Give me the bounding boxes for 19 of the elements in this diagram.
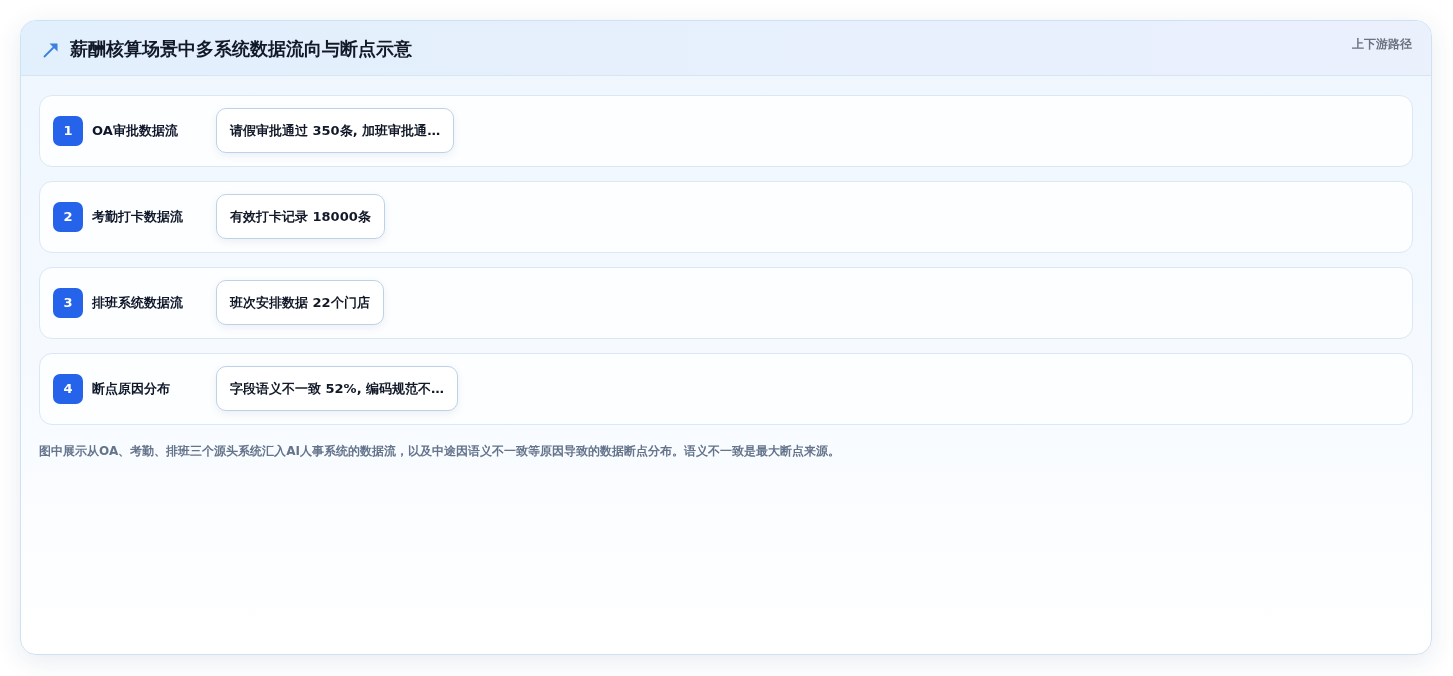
caption: 图中展示从OA、考勤、排班三个源头系统汇入AI人事系统的数据流，以及中途因语义不一致等原因导致的数据断点分布。语义不一致是最大断点来源。 xyxy=(39,443,840,460)
row-label: 考勤打卡数据流 xyxy=(92,208,183,226)
flow-row xyxy=(39,95,1413,167)
header-label: 上下游路径 xyxy=(1352,36,1412,52)
row-label: 排班系统数据流 xyxy=(92,294,183,312)
row-label: 断点原因分布 xyxy=(92,380,170,398)
flow-row xyxy=(39,267,1413,339)
number-badge: 2 xyxy=(53,202,83,232)
value-pill: 请假审批通过 350条, 加班审批通… xyxy=(216,108,455,153)
number-badge: 1 xyxy=(53,116,83,146)
flow-row xyxy=(39,353,1413,425)
title: 薪酬核算场景中多系统数据流向与断点示意 xyxy=(70,37,412,61)
number-badge: 4 xyxy=(53,374,83,404)
row-label: OA审批数据流 xyxy=(92,122,178,140)
number-badge: 3 xyxy=(53,288,83,318)
value-pill: 班次安排数据 22个门店 xyxy=(216,280,384,325)
value-pill: 字段语义不一致 52%, 编码规范不… xyxy=(216,366,459,411)
flow-row xyxy=(39,181,1413,253)
value-pill: 有效打卡记录 18000条 xyxy=(216,194,385,239)
